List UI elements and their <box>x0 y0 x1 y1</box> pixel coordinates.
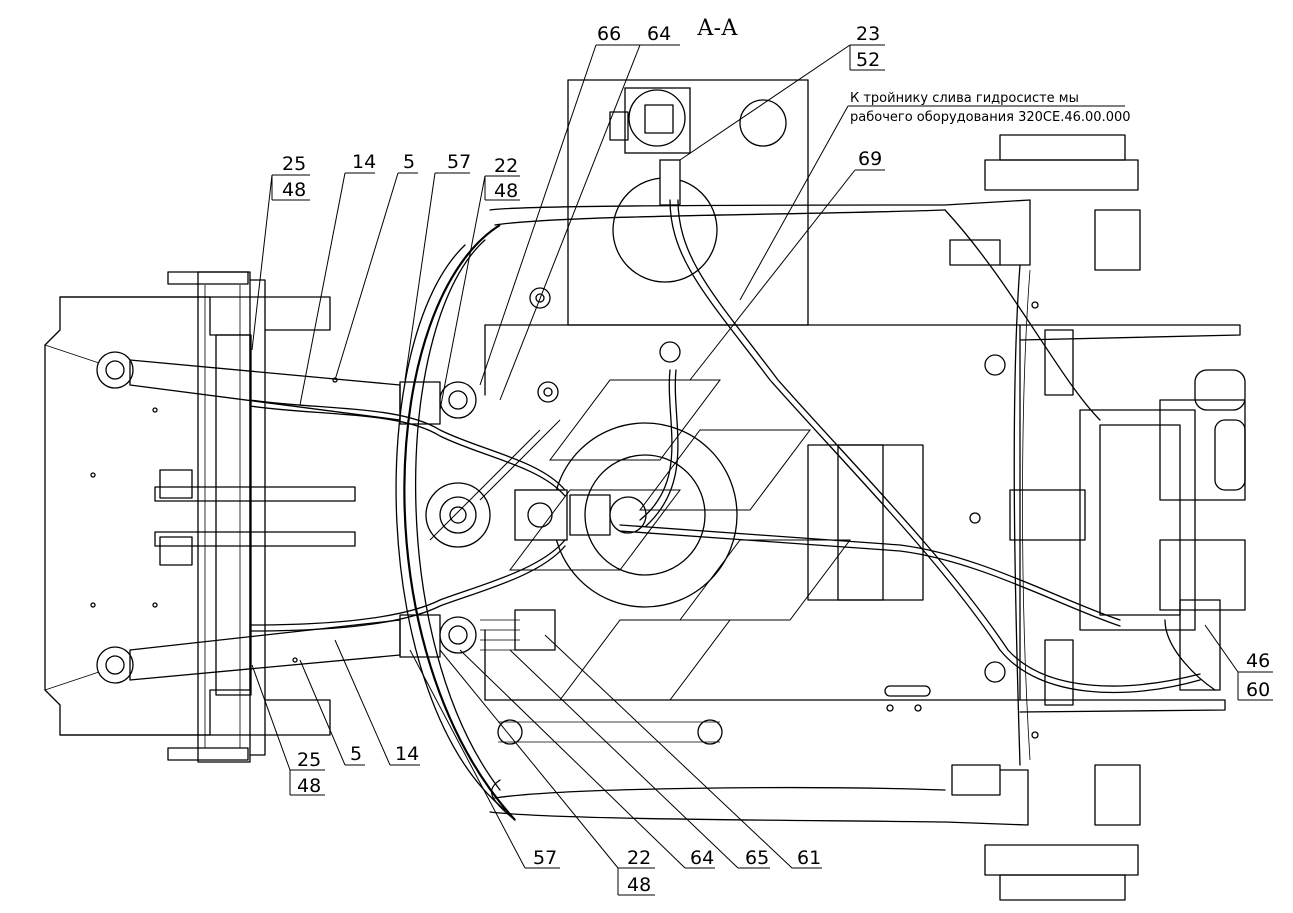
label-25-top: 25 <box>282 153 306 175</box>
leader-lines <box>251 44 1273 896</box>
label-60: 60 <box>1246 679 1270 701</box>
articulation-arcs <box>395 199 1031 826</box>
label-57-top: 57 <box>447 151 471 173</box>
section-title: А-А <box>697 16 738 41</box>
position-labels: 66 64 23 52 69 25 48 14 5 57 22 48 46 60… <box>282 23 1270 896</box>
label-52: 52 <box>856 49 880 71</box>
label-66: 66 <box>597 23 621 45</box>
label-14-bottom: 14 <box>395 743 419 765</box>
note-line-2: рабочего оборудования 320СЕ.46.00.000 <box>850 110 1131 125</box>
label-48-top: 48 <box>494 180 518 202</box>
left-frame <box>44 271 356 763</box>
label-22-bottom: 22 <box>627 847 651 869</box>
label-64-bottom: 64 <box>690 847 714 869</box>
label-48-bottom-left: 48 <box>297 775 321 797</box>
label-69: 69 <box>858 148 882 170</box>
label-14-top: 14 <box>352 151 376 173</box>
label-64-top: 64 <box>647 23 671 45</box>
label-48-top-left: 48 <box>282 179 306 201</box>
hoses <box>249 199 1201 694</box>
label-46: 46 <box>1246 650 1270 672</box>
note: К тройнику слива гидросисте мы рабочего … <box>739 91 1131 301</box>
label-25-bottom: 25 <box>297 749 321 771</box>
note-line-1: К тройнику слива гидросисте мы <box>850 91 1079 106</box>
label-48-bottom: 48 <box>627 874 651 896</box>
label-57-bottom: 57 <box>533 847 557 869</box>
background-hatch <box>429 379 851 701</box>
label-5-bottom: 5 <box>350 743 362 765</box>
rear-frame <box>484 79 1241 745</box>
label-22-top: 22 <box>494 155 518 177</box>
label-65: 65 <box>745 847 769 869</box>
label-61: 61 <box>797 847 821 869</box>
center-pivot <box>425 422 738 608</box>
steering-cylinders <box>96 351 477 684</box>
label-23: 23 <box>856 23 880 45</box>
rear-axle <box>984 134 1246 901</box>
hydraulic-tank <box>609 87 787 363</box>
label-5-top: 5 <box>403 151 415 173</box>
